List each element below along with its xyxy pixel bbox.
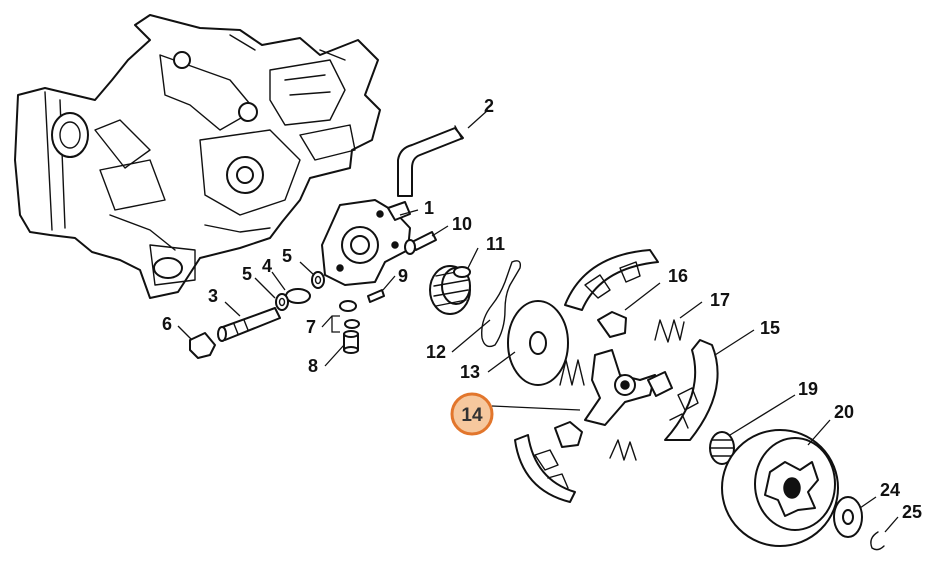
part-13-washer (507, 300, 569, 386)
part-16-clutch-shoe-top (564, 249, 659, 338)
part-9-pin (367, 289, 385, 303)
part-24-washer (833, 496, 863, 538)
clutch-spring-middle (559, 359, 585, 386)
callout-7: 7 (306, 317, 316, 337)
part-6-cap (189, 332, 216, 359)
part-20-clutch-drum (721, 429, 839, 547)
part-5-washer-right (311, 271, 325, 289)
callout-4: 4 (262, 256, 272, 276)
callout-13: 13 (460, 362, 480, 382)
leader-lines (177, 109, 899, 533)
part-10-screw (404, 231, 437, 255)
part-1-oil-pump (321, 199, 411, 286)
callout-labels: 2 1 10 11 3 4 5 5 6 9 7 8 12 13 16 17 15… (162, 96, 922, 522)
callout-20: 20 (834, 402, 854, 422)
callout-5-left: 5 (242, 264, 252, 284)
part-8-plug (343, 330, 359, 354)
part-7-o-rings (339, 300, 360, 329)
callout-11: 11 (486, 234, 505, 254)
part-2-hose (397, 125, 464, 197)
part-3-shaft (217, 307, 281, 342)
callout-17: 17 (710, 290, 730, 310)
crankcase-housing (14, 14, 381, 299)
callout-3: 3 (208, 286, 218, 306)
part-19-needle-cage (709, 431, 735, 465)
callout-2: 2 (484, 96, 494, 116)
part-4-spring (285, 288, 311, 304)
callout-12: 12 (426, 342, 446, 362)
part-12-spring-wire (481, 260, 522, 348)
part-14-clutch-carrier (584, 349, 673, 426)
highlighted-callout-14[interactable]: 14 (450, 392, 494, 436)
callout-15: 15 (760, 318, 780, 338)
part-17-spring (654, 319, 685, 343)
callout-5-right: 5 (282, 246, 292, 266)
callout-25: 25 (902, 502, 922, 522)
callout-14: 14 (461, 405, 483, 426)
callout-24: 24 (880, 480, 900, 500)
clutch-spring-bottom (609, 439, 637, 461)
part-25-circlip (870, 531, 885, 551)
part-5-washer-left (275, 293, 289, 311)
callout-8: 8 (308, 356, 318, 376)
callout-19: 19 (798, 379, 818, 399)
callout-9: 9 (398, 266, 408, 286)
clutch-shoe-bottom (514, 421, 583, 503)
part-11-worm-gear (429, 265, 471, 315)
highlight-ring (450, 392, 494, 436)
callout-1: 1 (424, 198, 434, 218)
callout-6: 6 (162, 314, 172, 334)
part-15-clutch-shoe-right (664, 339, 719, 441)
callout-16: 16 (668, 266, 688, 286)
callout-10: 10 (452, 214, 472, 234)
